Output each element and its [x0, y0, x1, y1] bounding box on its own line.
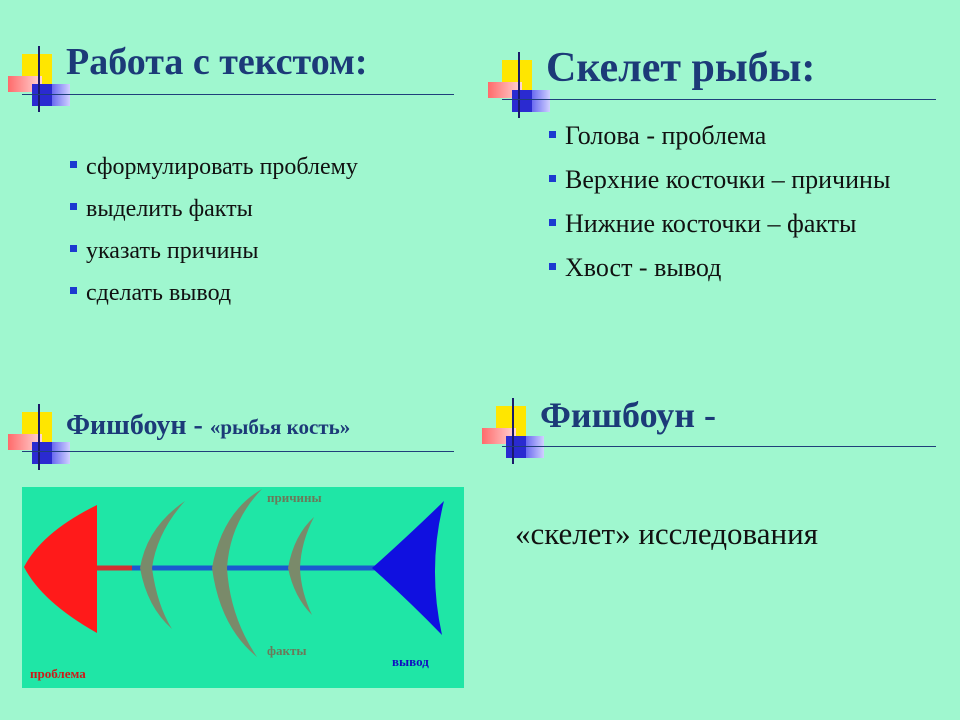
fish-head: [24, 505, 97, 633]
fishbone-diagram: причины факты проблема вывод: [22, 487, 464, 688]
fish-label-causes: причины: [267, 490, 322, 505]
list-item-text: Верхние косточки – причины: [565, 165, 891, 194]
fish-bone-upper-1: [140, 501, 185, 568]
list-item: Верхние косточки – причины: [547, 158, 890, 202]
decor-squares-1: [8, 46, 78, 124]
list-work-with-text: сформулировать проблему выделить факты у…: [68, 146, 358, 314]
fish-label-facts: факты: [267, 643, 307, 658]
list-item: сформулировать проблему: [68, 146, 358, 188]
decor-squares-2: [488, 52, 558, 130]
decor-squares-4: [482, 398, 552, 476]
title-underline-2: [502, 99, 936, 100]
fish-bone-upper-2: [212, 489, 262, 568]
fishbone-svg: причины факты проблема вывод: [24, 489, 444, 681]
title-work-with-text: Работа с текстом:: [66, 41, 368, 83]
fish-label-conclusion: вывод: [392, 654, 429, 669]
list-item-text: указать причины: [86, 238, 259, 264]
list-item-text: сделать вывод: [86, 280, 232, 306]
title-underline-1: [22, 94, 454, 95]
list-item: Нижние косточки – факты: [547, 202, 890, 246]
title-underline-3: [22, 451, 454, 452]
fish-bone-upper-3: [288, 517, 314, 568]
title-underline-4: [502, 446, 936, 447]
list-item: Голова - проблема: [547, 114, 890, 158]
list-item-text: Голова - проблема: [565, 121, 767, 150]
list-item-text: выделить факты: [86, 196, 253, 222]
fish-label-problem: проблема: [30, 666, 86, 681]
list-item-text: Нижние косточки – факты: [565, 209, 857, 238]
list-fish-skeleton: Голова - проблема Верхние косточки – при…: [547, 114, 890, 290]
list-item-text: Хвост - вывод: [565, 253, 722, 282]
list-item: указать причины: [68, 230, 358, 272]
fish-bone-lower-2: [212, 568, 257, 657]
list-item: выделить факты: [68, 188, 358, 230]
research-skeleton-text: «скелет» исследования: [515, 516, 818, 551]
fish-bone-lower-1: [140, 568, 172, 629]
fish-bone-lower-3: [288, 568, 312, 615]
list-item-text: сформулировать проблему: [86, 154, 358, 180]
title-fishbone-main: Фишбоун -: [66, 410, 210, 441]
list-item: сделать вывод: [68, 272, 358, 314]
title-fishbone-2: Фишбоун -: [540, 395, 716, 435]
title-fishbone: Фишбоун - «рыбья кость»: [66, 410, 350, 442]
list-item: Хвост - вывод: [547, 246, 890, 290]
title-fish-skeleton: Скелет рыбы:: [546, 45, 816, 91]
title-fishbone-sub: «рыбья кость»: [209, 415, 351, 439]
decor-squares-3: [8, 404, 78, 482]
fish-tail: [372, 501, 444, 635]
